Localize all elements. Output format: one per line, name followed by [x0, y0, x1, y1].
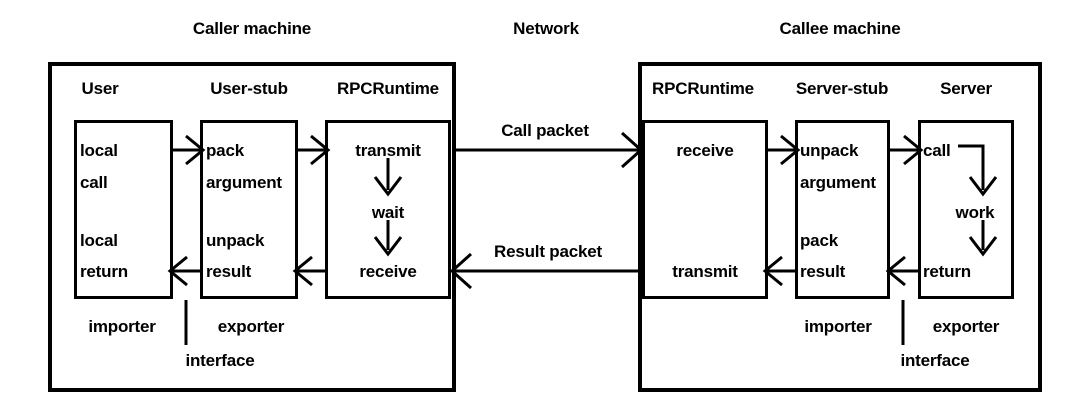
user-step-local-call-1: local — [80, 141, 118, 160]
column-header-rpcruntime-caller: RPCRuntime — [337, 79, 439, 98]
result-packet-label: Result packet — [494, 242, 602, 261]
server-stub-step-pack-1: pack — [800, 231, 838, 250]
user-stub-step-pack-1: pack — [206, 141, 244, 160]
callee-importer-label: importer — [804, 317, 872, 336]
user-stub-step-unpack-2: result — [206, 262, 252, 281]
caller-importer-label: importer — [88, 317, 156, 336]
user-step-local-return-2: return — [80, 262, 128, 281]
server-step-return: return — [923, 262, 971, 281]
rpcruntime-caller-box — [325, 120, 451, 299]
user-box — [74, 120, 173, 299]
callee-machine-box — [638, 62, 1042, 392]
server-stub-step-unpack-1: unpack — [800, 141, 859, 160]
callee-exporter-label: exporter — [932, 317, 1000, 336]
server-step-work: work — [955, 203, 995, 222]
user-stub-step-pack-2: argument — [206, 173, 282, 192]
rpc-caller-step-transmit: transmit — [355, 141, 421, 160]
callee-machine-title: Callee machine — [779, 19, 901, 38]
server-stub-step-pack-2: result — [800, 262, 846, 281]
rpcruntime-callee-box — [642, 120, 768, 299]
caller-interface-label: interface — [185, 351, 255, 370]
server-stub-box — [795, 120, 890, 299]
rpc-caller-step-receive: receive — [359, 262, 417, 281]
rpc-caller-step-wait: wait — [371, 203, 405, 222]
user-stub-box — [200, 120, 298, 299]
user-step-local-return-1: local — [80, 231, 118, 250]
column-header-server: Server — [940, 79, 992, 98]
column-header-user-stub: User-stub — [210, 79, 288, 98]
callee-interface-label: interface — [900, 351, 970, 370]
caller-machine-title: Caller machine — [192, 19, 312, 38]
call-packet-label: Call packet — [501, 121, 589, 140]
rpc-callee-step-receive: receive — [676, 141, 734, 160]
column-header-server-stub: Server-stub — [795, 79, 889, 98]
server-step-call: call — [923, 141, 951, 160]
user-step-local-call-2: call — [80, 173, 108, 192]
caller-exporter-label: exporter — [217, 317, 285, 336]
server-stub-step-unpack-2: argument — [800, 173, 876, 192]
user-stub-step-unpack-1: unpack — [206, 231, 265, 250]
caller-machine-box — [48, 62, 456, 392]
rpc-callee-step-transmit: transmit — [672, 262, 738, 281]
column-header-user: User — [81, 79, 119, 98]
column-header-rpcruntime-callee: RPCRuntime — [652, 79, 754, 98]
network-title: Network — [513, 19, 579, 38]
